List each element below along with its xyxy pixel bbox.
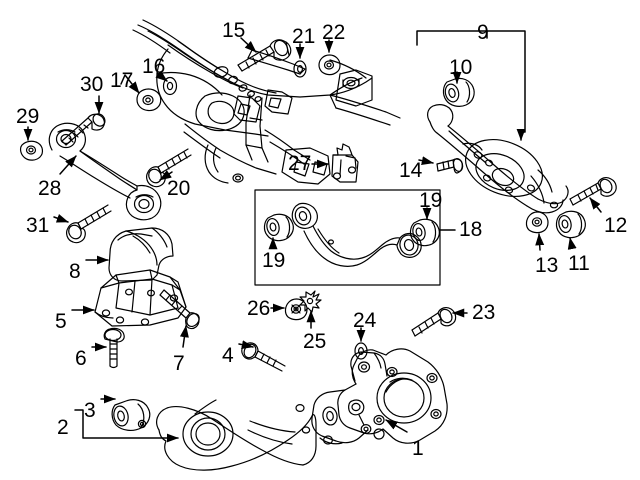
inset-box-18 (254, 189, 441, 286)
part-nut-29 (19, 140, 44, 161)
callout-label-31: 31 (26, 214, 50, 237)
part-lateral-link (48, 122, 162, 221)
part-bushing-3 (111, 399, 151, 431)
part-nut-22 (318, 54, 341, 76)
part-bushing-19-left (263, 213, 294, 242)
part-sensor-bracket-27 (331, 143, 359, 183)
leader-1 (385, 419, 408, 433)
callout-label-26: 26 (247, 297, 271, 320)
callout-label-3: 3 (84, 399, 96, 422)
callout-label-20: 20 (167, 177, 191, 200)
part-retainer-clip-25 (299, 290, 322, 313)
callout-label-23: 23 (472, 301, 496, 324)
callout-label-24: 24 (353, 309, 377, 332)
part-bolt-23 (411, 307, 457, 337)
part-trailing-arm-2 (156, 399, 317, 471)
leader-12 (589, 197, 602, 213)
callout-label-15: 15 (222, 19, 246, 42)
part-washer-24 (354, 342, 368, 360)
callout-label-16: 16 (142, 55, 166, 78)
callout-label-30: 30 (80, 73, 104, 96)
part-bolt-31 (66, 204, 112, 244)
callout-label-14: 14 (399, 159, 423, 182)
callout-label-6: 6 (75, 347, 87, 370)
leader-4 (238, 340, 254, 350)
callout-label-17: 17 (110, 69, 134, 92)
part-nut-17 (136, 88, 162, 112)
callout-label-13: 13 (535, 254, 559, 277)
callout-label-2: 2 (57, 416, 69, 439)
leader-31 (53, 213, 69, 223)
part-subframe-crossmember (132, 19, 401, 185)
callout-label-1: 1 (412, 437, 424, 460)
callout-label-18: 18 (459, 218, 483, 241)
part-nut-26 (284, 298, 308, 321)
callout-label-28: 28 (38, 177, 62, 200)
leader-15 (240, 37, 257, 53)
leader-28 (59, 155, 77, 175)
part-upper-control-arm-18 (291, 202, 422, 267)
callout-label-5: 5 (55, 310, 67, 333)
part-bushing-11 (555, 210, 586, 239)
part-knuckle-1 (311, 348, 448, 445)
callout-label-25: 25 (303, 330, 327, 353)
part-bolt-14 (436, 157, 464, 174)
callout-label-9: 9 (477, 21, 489, 44)
leader-16 (155, 70, 168, 82)
callout-label-19-left: 19 (262, 249, 286, 272)
callout-label-11: 11 (568, 252, 590, 275)
part-bolt-15 (237, 39, 292, 72)
leader-9-bracket (416, 30, 526, 133)
leader-11 (567, 237, 577, 250)
callout-label-12: 12 (604, 214, 628, 237)
leader-20 (159, 170, 173, 181)
part-washer-16 (162, 76, 178, 96)
leader-lines (23, 30, 602, 438)
callout-label-22: 22 (322, 21, 346, 44)
callout-label-4: 4 (222, 344, 234, 367)
part-bolt-6 (103, 327, 125, 369)
callout-label-7: 7 (173, 352, 185, 375)
part-bushing-19-right (409, 218, 440, 247)
part-bolt-12 (569, 177, 617, 206)
leader-13 (535, 233, 545, 251)
callout-label-10: 10 (449, 56, 473, 79)
part-nut-13 (525, 211, 549, 234)
leader-7 (179, 325, 189, 348)
part-bushing-10 (442, 77, 475, 107)
part-bolt-4 (241, 342, 286, 372)
part-mount-cover-8 (108, 227, 174, 282)
part-washer-21 (293, 60, 307, 78)
callout-label-8: 8 (69, 260, 81, 283)
callout-label-29: 29 (16, 105, 40, 128)
callout-label-21: 21 (292, 25, 316, 48)
callout-label-27: 27 (288, 152, 312, 175)
part-bolt-30 (61, 113, 106, 146)
callout-label-19-right: 19 (419, 189, 443, 212)
part-bolt-7 (159, 289, 200, 330)
leader-17 (120, 74, 140, 94)
leader-2 (74, 409, 178, 438)
leader-14 (418, 156, 434, 166)
part-lower-control-arm-9 (427, 104, 569, 214)
